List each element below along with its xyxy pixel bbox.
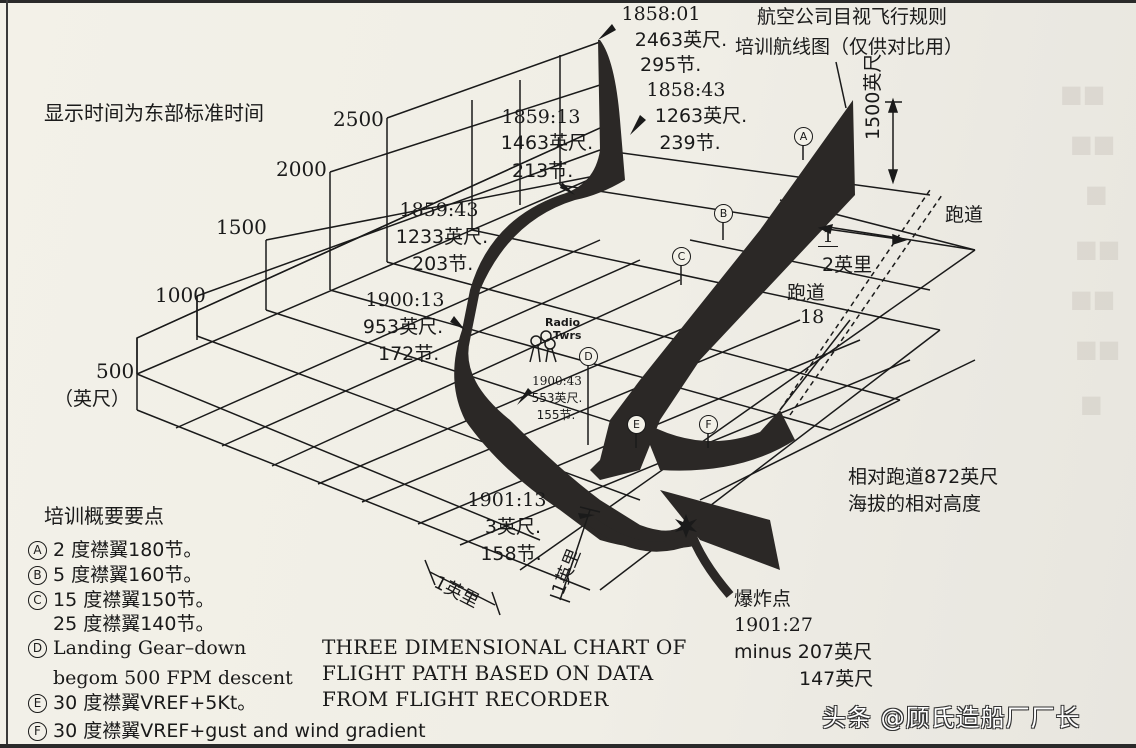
marker-a: A (794, 127, 813, 146)
left-border (6, 0, 8, 748)
explosion-altitude-line2: 147英尺 (799, 668, 874, 690)
axis-tick-2500: 2500 (333, 107, 384, 131)
explosion-time: 1901:27 (734, 614, 813, 636)
runway-outline (779, 189, 943, 416)
bleed-through-text: ■■ (1070, 130, 1116, 158)
axis-tick-1500: 1500 (216, 215, 267, 239)
runway-center-label: 跑道 (787, 282, 826, 304)
radio-tower-icon (529, 330, 557, 363)
marker-f: F (699, 415, 718, 434)
annotation-time: 1858:43 (646, 79, 726, 101)
vertical-wall-grid (136, 41, 601, 375)
marker-c: C (672, 247, 691, 266)
runway-number: 18 (800, 306, 825, 328)
annotation-speed: 155节. (536, 408, 576, 422)
marker-b: B (714, 204, 733, 223)
mile-scale-bars (424, 506, 601, 616)
half-mile-label: 2英里 (822, 254, 873, 276)
legend-item: 25 度襟翼140节。 (53, 613, 215, 635)
bleed-through-text: ■■ (1060, 80, 1106, 108)
annotation-speed: 295节. (640, 54, 702, 76)
time-zone-note: 显示时间为东部标准时间 (44, 101, 264, 125)
annotation-time: 1900:13 (365, 289, 445, 311)
radio-tower-label: Twrs (553, 329, 582, 342)
marker-a-icon: A (28, 541, 47, 560)
annotation-altitude: 3英尺. (484, 516, 542, 538)
training-path-curve (640, 410, 795, 471)
marker-stems (587, 145, 804, 448)
marker-e: E (627, 415, 646, 434)
legend-item: begom 500 FPM descent (53, 667, 293, 689)
bleed-through-text: ■■ (1075, 235, 1121, 263)
relative-altitude-note-line1: 相对跑道872英尺 (848, 466, 999, 488)
annotation-speed: 172节. (378, 343, 440, 365)
annotation-altitude: 953英尺. (362, 316, 444, 338)
explosion-point-label: 爆炸点 (734, 588, 792, 610)
top-border (0, 0, 1136, 3)
axis-unit: （英尺） (54, 388, 131, 410)
annotation-speed: 203节. (412, 253, 474, 275)
vertical-scale-label: 1500英尺 (862, 53, 884, 140)
explosion-altitude-line1: minus 207英尺 (734, 641, 873, 663)
annotation-altitude: 553英尺. (531, 391, 583, 405)
annotation-altitude: 1263英尺. (654, 105, 748, 127)
axis-tick-1000: 1000 (155, 283, 206, 307)
bleed-through-text: ■ (1085, 180, 1108, 208)
relative-altitude-note-line2: 海拔的相对高度 (848, 493, 982, 515)
chart-title: THREE DIMENSIONAL CHART OF FLIGHT PATH B… (322, 635, 687, 711)
bleed-through-text: ■■ (1075, 335, 1121, 363)
annotation-altitude: 2463英尺. (634, 29, 728, 51)
reference-path-label-line2: 培训航线图（仅供对比用） (735, 36, 964, 58)
radio-tower-label: Radio (545, 316, 581, 329)
annotation-time: 1859:43 (399, 199, 479, 221)
training-path-ribbon (590, 100, 855, 480)
training-path-tail (660, 490, 780, 570)
explosion-star-icon (675, 514, 697, 538)
annotation-time: 1900:43 (532, 374, 582, 388)
bleed-through-text: ■■ (1070, 285, 1116, 313)
axis-tick-500: 500 (96, 359, 135, 383)
marker-d: D (579, 347, 598, 366)
runway-label: 跑道 (945, 204, 984, 226)
half-mile-numerator: 1 (818, 228, 838, 247)
marker-b-icon: B (28, 566, 47, 585)
annotation-time: 1901:13 (467, 489, 547, 511)
altitude-scale-arrow (885, 97, 902, 185)
reference-path-label-line1: 航空公司目视飞行规则 (757, 6, 948, 28)
marker-e-icon: E (28, 694, 47, 713)
annotation-speed: 213节. (512, 160, 574, 182)
annotation-arrows (450, 24, 646, 519)
annotation-speed: 239节. (659, 132, 721, 154)
bottom-border (0, 744, 1136, 748)
watermark: 头条 @顾氏造船厂厂长 (822, 704, 1081, 732)
annotation-altitude: 1233英尺. (395, 226, 489, 248)
annotation-time: 1859:13 (501, 106, 581, 128)
annotation-altitude: 1463英尺. (500, 132, 594, 154)
legend-title: 培训概要要点 (44, 504, 164, 528)
bleed-through-text: ■ (1080, 390, 1103, 418)
annotation-time: 1858:01 (621, 3, 701, 25)
marker-d-icon: D (28, 639, 47, 658)
half-mile-dimension (817, 223, 908, 246)
annotation-speed: 158节. (480, 543, 542, 565)
marker-f-icon: F (28, 722, 47, 741)
explosion-arrow (685, 528, 734, 598)
marker-c-icon: C (28, 591, 47, 610)
axis-tick-2000: 2000 (276, 157, 327, 181)
